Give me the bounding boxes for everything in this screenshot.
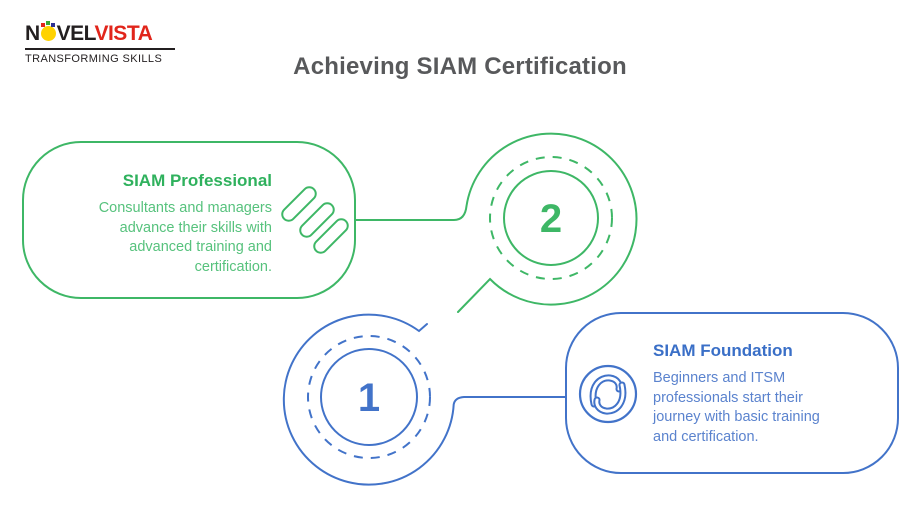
logo-brand-mid: VEL	[56, 22, 95, 45]
foundation-step-box	[565, 312, 899, 474]
professional-step-text: SIAM Professional Consultants and manage…	[72, 170, 272, 277]
page-title: Achieving SIAM Certification	[293, 53, 627, 80]
siam-link-icon-inner-bottom	[595, 383, 625, 413]
logo-brand-text: N VELVISTA	[25, 21, 175, 50]
foundation-dashed-circle	[307, 335, 431, 459]
foundation-step-text: SIAM Foundation Beginners and ITSM profe…	[653, 340, 853, 447]
novelvista-logo: N VELVISTA TRANSFORMING SKILLS	[25, 21, 175, 65]
professional-inner-circle	[503, 170, 599, 266]
logo-brand-suffix: VISTA	[94, 22, 153, 45]
foundation-step-title: SIAM Foundation	[653, 341, 793, 360]
professional-step-title: SIAM Professional	[122, 171, 272, 190]
step-1-number: 1	[358, 376, 380, 420]
professional-connector-ring	[354, 132, 638, 313]
professional-dashed-circle	[489, 156, 613, 280]
foundation-step-description: Beginners and ITSM professionals start t…	[653, 370, 820, 445]
professional-step-description: Consultants and managers advance their s…	[98, 200, 272, 275]
logo-brand-prefix: N	[25, 22, 40, 45]
foundation-inner-circle	[320, 348, 418, 446]
capsules-icon	[281, 186, 349, 254]
logo-tagline: TRANSFORMING SKILLS	[25, 53, 163, 65]
lightbulb-icon	[40, 21, 56, 41]
step-2-number: 2	[540, 197, 562, 241]
foundation-connector-ring	[282, 313, 567, 486]
siam-link-icon	[578, 364, 638, 424]
